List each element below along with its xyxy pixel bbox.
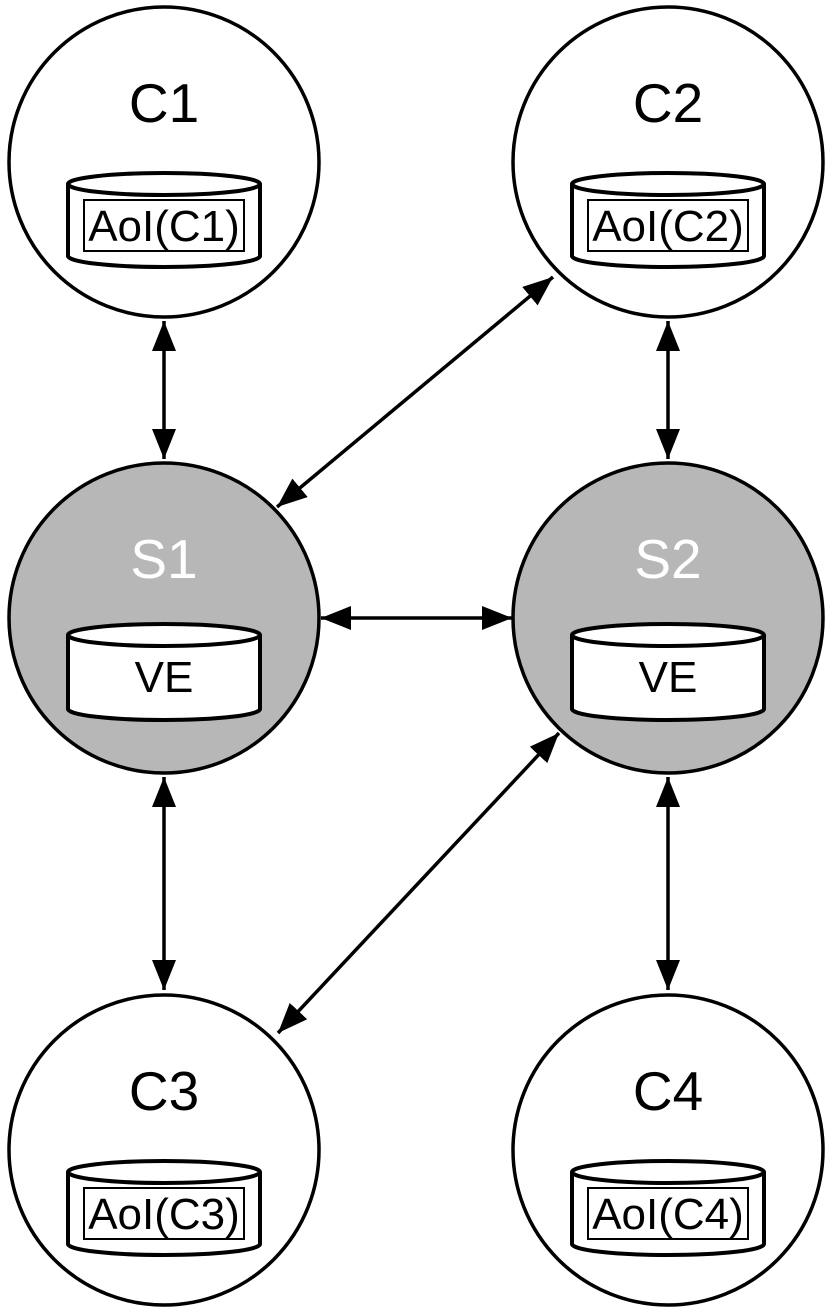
node-c3: C3 AoI(C3) bbox=[7, 993, 321, 1307]
datastore-s1-label: VE bbox=[135, 653, 194, 702]
datastore-c2-label-box bbox=[587, 199, 749, 252]
datastore-c2: AoI(C2) bbox=[570, 171, 766, 269]
node-c1: C1 AoI(C1) bbox=[7, 5, 321, 319]
edge-s2-c3 bbox=[276, 731, 561, 1035]
datastore-c1-cylinder-top bbox=[66, 171, 262, 197]
datastore-c4-cylinder-top bbox=[570, 1159, 766, 1185]
node-c1-circle bbox=[7, 5, 321, 319]
datastore-c1-label: AoI(C1) bbox=[88, 202, 240, 251]
node-c3-circle bbox=[7, 993, 321, 1307]
node-s2-label: S2 bbox=[634, 528, 701, 590]
datastore-c4-label-box bbox=[587, 1187, 749, 1240]
edge-s1-c2 bbox=[275, 275, 555, 509]
datastore-c1-cylinder-body bbox=[66, 184, 262, 269]
datastore-c2-cylinder-top bbox=[570, 171, 766, 197]
datastore-s1-cylinder-body bbox=[66, 635, 262, 722]
datastore-c4: AoI(C4) bbox=[570, 1159, 766, 1257]
node-c1-label: C1 bbox=[129, 72, 199, 134]
datastore-c4-cylinder-body bbox=[570, 1172, 766, 1257]
datastore-s2-label: VE bbox=[639, 653, 698, 702]
datastore-c3: AoI(C3) bbox=[66, 1159, 262, 1257]
datastore-s2: VE bbox=[570, 622, 766, 722]
datastore-s1-cylinder-top bbox=[66, 622, 262, 648]
datastore-c3-label: AoI(C3) bbox=[88, 1190, 240, 1239]
node-c4: C4 AoI(C4) bbox=[511, 993, 825, 1307]
node-c3-label: C3 bbox=[129, 1060, 199, 1122]
datastore-c3-cylinder-body bbox=[66, 1172, 262, 1257]
node-s2: S2 VE bbox=[511, 461, 825, 775]
datastore-s2-cylinder-top bbox=[570, 622, 766, 648]
datastore-c2-label: AoI(C2) bbox=[592, 202, 744, 251]
node-s1-label: S1 bbox=[130, 528, 197, 590]
datastore-s2-cylinder-body bbox=[570, 635, 766, 722]
datastore-c4-label: AoI(C4) bbox=[592, 1190, 744, 1239]
datastore-c2-cylinder-body bbox=[570, 184, 766, 269]
node-s1: S1 VE bbox=[7, 461, 321, 775]
datastore-c1: AoI(C1) bbox=[66, 171, 262, 269]
datastore-c1-label-box bbox=[83, 199, 245, 252]
datastore-s1: VE bbox=[66, 622, 262, 722]
node-c4-circle bbox=[511, 993, 825, 1307]
node-s2-circle bbox=[511, 461, 825, 775]
node-c2-label: C2 bbox=[633, 72, 703, 134]
node-c2: C2 AoI(C2) bbox=[511, 5, 825, 319]
node-s1-circle bbox=[7, 461, 321, 775]
edges bbox=[152, 275, 680, 1035]
node-c4-label: C4 bbox=[633, 1060, 703, 1122]
datastore-c3-label-box bbox=[83, 1187, 245, 1240]
datastore-c3-cylinder-top bbox=[66, 1159, 262, 1185]
node-c2-circle bbox=[511, 5, 825, 319]
